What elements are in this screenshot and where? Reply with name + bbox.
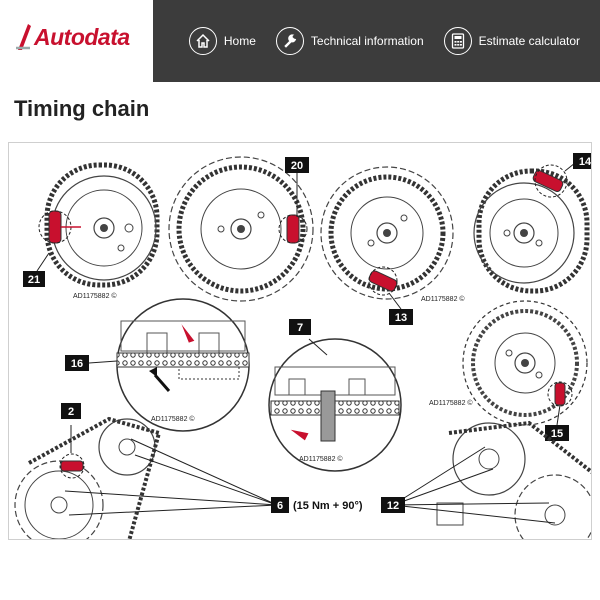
callout-12: 12 xyxy=(381,497,405,513)
callout-14: 14 xyxy=(564,153,592,172)
svg-text:7: 7 xyxy=(297,322,303,334)
ref-code-inset-right: AD1175882 © xyxy=(429,399,473,407)
callout-2: 2 xyxy=(61,403,81,453)
ref-code-top-left: AD1175882 © xyxy=(73,292,117,300)
callout-7: 7 xyxy=(289,319,328,356)
nav-home-label: Home xyxy=(223,34,256,48)
diagram-canvas: AD1175882 © AD1175882 © 21 20 13 14 xyxy=(14,153,592,539)
ref-code-inset-left: AD1175882 © xyxy=(151,415,195,423)
svg-text:21: 21 xyxy=(28,274,40,286)
svg-text:6: 6 xyxy=(277,500,283,512)
svg-text:13: 13 xyxy=(395,312,407,324)
wrench-icon xyxy=(275,27,304,55)
leader-lines-12 xyxy=(392,446,556,524)
sprocket-4 xyxy=(473,164,590,294)
nav-technical-information-label: Technical information xyxy=(310,34,424,48)
callout-16: 16 xyxy=(65,355,118,371)
svg-text:20: 20 xyxy=(291,160,303,172)
ref-code-inset-center: AD1175882 © xyxy=(299,455,343,463)
nav-home[interactable]: Home xyxy=(188,27,256,55)
autodata-logo[interactable]: Autodata xyxy=(14,20,130,54)
callout-20: 20 xyxy=(285,157,309,217)
torque-spec: (15 Nm + 90°) xyxy=(293,500,363,512)
page-title: Timing chain xyxy=(14,96,150,121)
app-header: Autodata Home Technical information Esti… xyxy=(0,0,600,82)
nav-estimate-calculator-label: Estimate calculator xyxy=(478,34,580,48)
home-icon xyxy=(188,27,217,55)
callout-21: 21 xyxy=(23,252,50,287)
callout-13: 13 xyxy=(388,292,413,325)
svg-text:2: 2 xyxy=(68,406,74,418)
bottom-right-sprockets xyxy=(436,420,591,539)
callout-15: 15 xyxy=(545,404,569,441)
logo-area: Autodata xyxy=(0,0,153,82)
svg-text:12: 12 xyxy=(387,500,399,512)
bottom-left-sprockets xyxy=(14,416,162,539)
nav-estimate-calculator[interactable]: Estimate calculator xyxy=(443,27,580,55)
calculator-icon xyxy=(443,27,472,55)
sprocket-2 xyxy=(168,156,314,302)
inset-chain-tensioner-center: AD1175882 © xyxy=(268,338,402,472)
callout-6: 6 xyxy=(271,497,289,513)
brand-name: Autodata xyxy=(34,23,130,50)
svg-text:15: 15 xyxy=(551,428,563,440)
nav-technical-information[interactable]: Technical information xyxy=(275,27,424,55)
ref-code-top-right: AD1175882 © xyxy=(421,295,465,303)
main-nav: Home Technical information Estimate calc… xyxy=(152,0,600,82)
logo-slash-icon xyxy=(16,24,31,50)
leader-lines-6 xyxy=(64,438,278,516)
inset-chain-tensioner-left: AD1175882 © xyxy=(116,298,250,432)
svg-text:14: 14 xyxy=(579,156,592,168)
svg-text:16: 16 xyxy=(71,358,83,370)
sprocket-3 xyxy=(320,166,454,300)
inset-sprocket-right: AD1175882 © xyxy=(429,300,588,426)
timing-chain-diagram: AD1175882 © AD1175882 © 21 20 13 14 xyxy=(8,142,592,540)
sprocket-1 xyxy=(38,162,160,288)
